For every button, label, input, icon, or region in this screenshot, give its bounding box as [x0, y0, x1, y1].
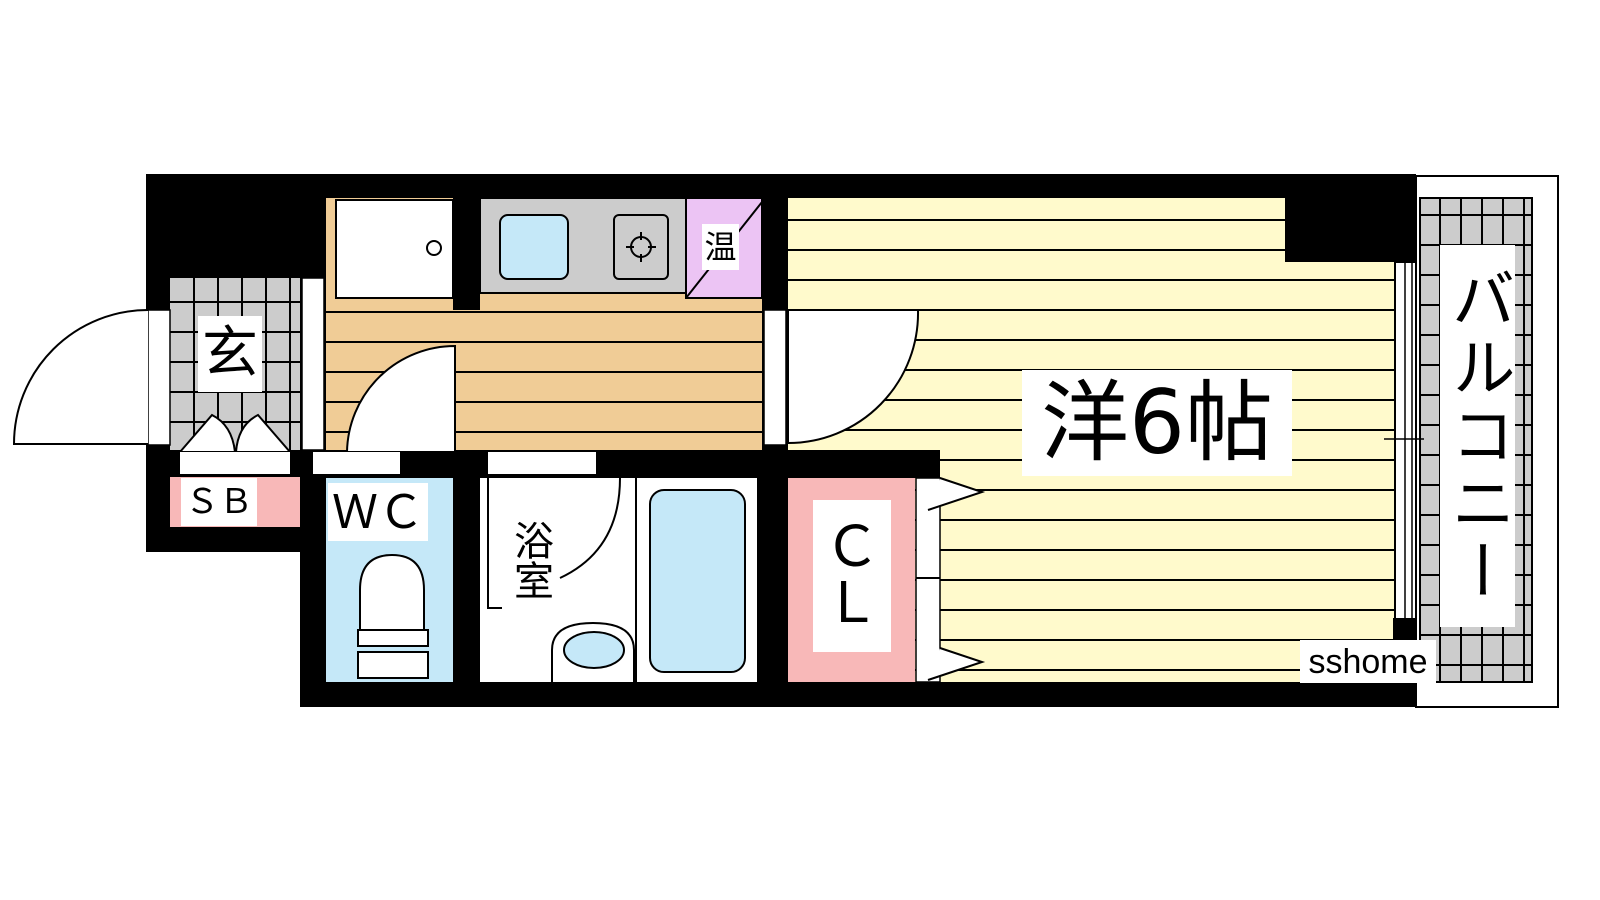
stove-icon: [613, 214, 669, 280]
toilet-icon: [359, 553, 425, 631]
water-heater-label: 温: [702, 224, 739, 270]
bathtub-icon: [649, 489, 746, 673]
bathroom-label: 浴室: [507, 503, 553, 617]
sink-icon: [499, 214, 569, 280]
entrance-door-swing: [12, 309, 149, 445]
toilet-label: ＷＣ: [328, 483, 428, 541]
watermark: sshome: [1300, 640, 1436, 683]
closet-label-c: Ｃ: [824, 515, 880, 580]
toilet-door-swing: [345, 344, 456, 453]
room-door-opening: [763, 309, 787, 446]
closet-label-l: Ｌ: [824, 571, 880, 636]
entrance-door-opening: [147, 309, 171, 446]
window: [1384, 261, 1424, 641]
western-room-label: 洋6帖: [1022, 370, 1292, 476]
closet-doors: [915, 477, 941, 683]
bath-door-swing: [487, 477, 621, 609]
shoe-box-doors: [177, 413, 293, 453]
room-door-swing: [787, 309, 920, 445]
shoe-box-label: ＳＢ: [181, 478, 257, 526]
entrance-label: 玄: [198, 316, 262, 392]
closet-label: Ｃ Ｌ: [813, 500, 891, 652]
balcony-label: バルコニー: [1440, 245, 1515, 627]
